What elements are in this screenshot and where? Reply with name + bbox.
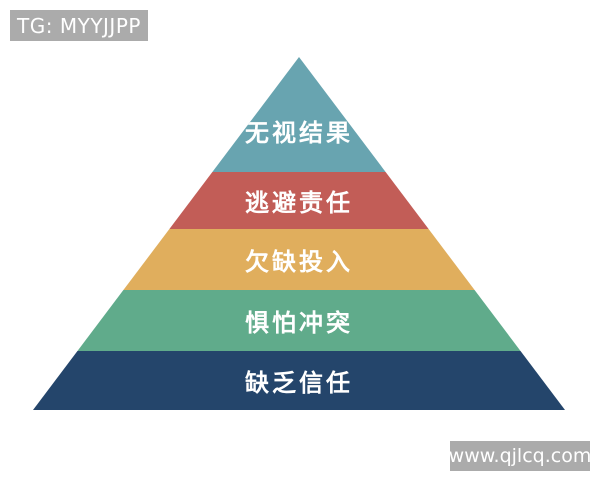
pyramid-level-label: 惧怕冲突 — [245, 309, 353, 337]
pyramid-diagram: 无视结果 逃避责任 欠缺投入 惧怕冲突 缺乏信任 — [33, 57, 565, 410]
pyramid-level-avoidance-of-accountability: 逃避责任 — [33, 172, 565, 229]
pyramid-level-fear-of-conflict: 惧怕冲突 — [33, 290, 565, 351]
pyramid-level-absence-of-trust: 缺乏信任 — [33, 351, 565, 410]
watermark-website-text: www.qjlcq.com — [448, 445, 592, 467]
pyramid-level-label: 缺乏信任 — [245, 369, 353, 397]
pyramid-level-label: 无视结果 — [245, 119, 353, 147]
watermark-telegram-badge: TG: MYYJJPP — [10, 10, 148, 41]
watermark-website-badge: www.qjlcq.com — [448, 441, 592, 471]
pyramid-level-label: 逃避责任 — [245, 189, 353, 217]
watermark-telegram-text: TG: MYYJJPP — [17, 13, 141, 38]
pyramid-level-inattention-to-results: 无视结果 — [33, 57, 565, 172]
pyramid-level-label: 欠缺投入 — [245, 248, 353, 276]
pyramid-level-lack-of-commitment: 欠缺投入 — [33, 229, 565, 290]
